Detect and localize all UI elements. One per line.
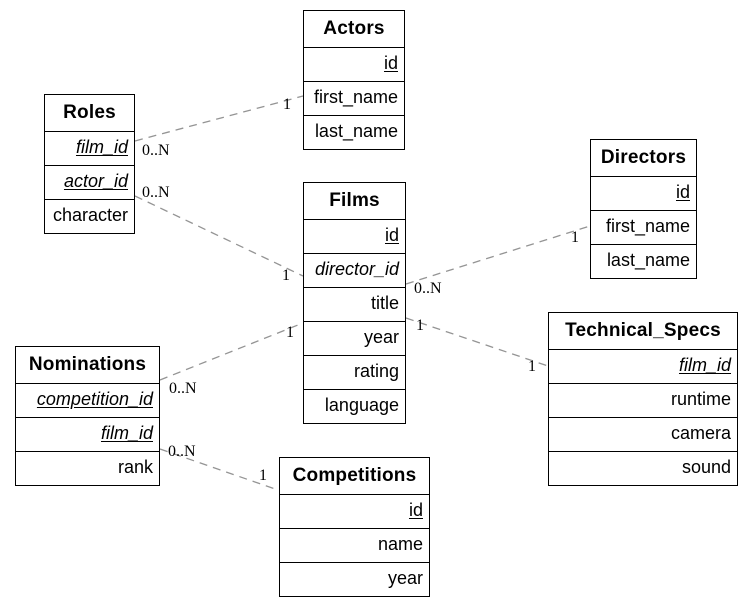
attribute-row-name: name (280, 528, 429, 562)
attribute-row-director_id: director_id (304, 253, 405, 287)
entity-title-roles: Roles (63, 102, 116, 123)
cardinality-label-roles-films-head: 1 (282, 267, 290, 284)
attribute-row-competition_id: competition_id (16, 383, 159, 417)
attribute-row-character: character (45, 199, 134, 233)
attribute-row-id: id (280, 494, 429, 528)
cardinality-label-roles-films-tail: 0..N (142, 184, 170, 201)
cardinality-label-nominations-films-head: 1 (286, 324, 294, 341)
attribute-row-last_name: last_name (304, 115, 404, 149)
relationship-line-films-directors (405, 225, 591, 285)
entity-title-actors: Actors (323, 18, 385, 39)
cardinality-label-roles-actors-head: 1 (283, 96, 291, 113)
attribute-row-id: id (591, 176, 696, 210)
attribute-row-sound: sound (549, 451, 737, 485)
entity-title-nominations: Nominations (28, 354, 147, 375)
cardinality-label-nominations-competitions-head: 1 (259, 467, 267, 484)
attribute-row-film_id: film_id (45, 131, 134, 165)
attribute-row-id: id (304, 219, 405, 253)
relationship-line-roles-actors (134, 95, 304, 142)
attribute-row-rank: rank (16, 451, 159, 485)
attribute-row-year: year (304, 321, 405, 355)
attribute-row-first_name: first_name (591, 210, 696, 244)
attribute-row-film_id: film_id (549, 349, 737, 383)
entity-title-competitions: Competitions (292, 465, 417, 486)
attribute-row-runtime: runtime (549, 383, 737, 417)
relationship-line-roles-films (134, 195, 304, 277)
attribute-row-year: year (280, 562, 429, 596)
entity-title-technical_specs: Technical_Specs (565, 320, 721, 341)
cardinality-label-films-directors-head: 1 (571, 229, 579, 246)
cardinality-label-roles-actors-tail: 0..N (142, 142, 170, 159)
entity-title-directors: Directors (600, 147, 687, 168)
attribute-row-last_name: last_name (591, 244, 696, 278)
attribute-row-film_id: film_id (16, 417, 159, 451)
relationship-line-nominations-films (159, 322, 304, 381)
cardinality-label-nominations-films-tail: 0..N (169, 380, 197, 397)
attribute-row-camera: camera (549, 417, 737, 451)
entity-title-films: Films (329, 190, 380, 211)
attribute-row-id: id (304, 47, 404, 81)
cardinality-label-nominations-competitions-tail: 0..N (168, 443, 196, 460)
cardinality-label-films-directors-tail: 0..N (414, 280, 442, 297)
attribute-row-first_name: first_name (304, 81, 404, 115)
relationship-line-films-technical_specs (405, 317, 549, 367)
cardinality-label-films-technical_specs-head: 1 (528, 358, 536, 375)
relationship-line-nominations-competitions (159, 448, 279, 491)
attribute-row-language: language (304, 389, 405, 423)
attribute-row-actor_id: actor_id (45, 165, 134, 199)
attribute-row-title: title (304, 287, 405, 321)
attribute-row-rating: rating (304, 355, 405, 389)
cardinality-label-films-technical_specs-tail: 1 (416, 317, 424, 334)
